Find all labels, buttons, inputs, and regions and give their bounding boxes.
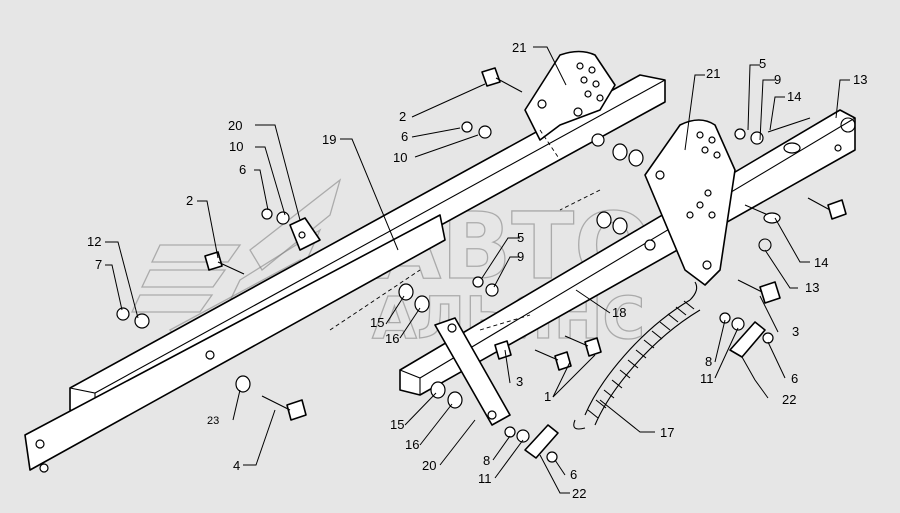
plate-21-upper xyxy=(524,50,616,141)
callout-9: 9 xyxy=(774,72,781,87)
callout-21: 21 xyxy=(512,40,526,55)
callout-2: 2 xyxy=(399,109,406,124)
main-beam xyxy=(69,74,666,416)
plate-21-lower xyxy=(644,119,736,286)
lower-bar-hole xyxy=(39,463,49,473)
assembly-lines xyxy=(329,129,601,331)
beam-hole xyxy=(644,239,656,251)
lower-bar-hole xyxy=(205,350,215,360)
lower-bar-hole xyxy=(35,439,45,449)
callout-16: 16 xyxy=(385,331,399,346)
callout-10: 10 xyxy=(393,150,407,165)
bracket-20-upper xyxy=(289,217,321,251)
callout-9: 9 xyxy=(517,249,524,264)
callout-6: 6 xyxy=(239,162,246,177)
callout-2: 2 xyxy=(186,193,193,208)
callout-3: 3 xyxy=(516,374,523,389)
callout-22: 22 xyxy=(782,392,796,407)
callout-16: 16 xyxy=(405,437,419,452)
callout-20: 20 xyxy=(228,118,242,133)
callout-8: 8 xyxy=(705,354,712,369)
callout-15: 15 xyxy=(390,417,404,432)
brackets-22 xyxy=(524,321,766,459)
callout-6: 6 xyxy=(791,371,798,386)
callout-15: 15 xyxy=(370,315,384,330)
lower-bar xyxy=(24,214,446,473)
spring-17 xyxy=(573,281,701,430)
bracket-20-lower xyxy=(434,317,511,426)
callout-5: 5 xyxy=(759,56,766,71)
beam-hole xyxy=(834,144,842,152)
callout-1: 1 xyxy=(544,389,551,404)
callout-4: 4 xyxy=(233,458,240,473)
callout-17: 17 xyxy=(660,425,674,440)
callout-22: 22 xyxy=(572,486,586,501)
callout-10: 10 xyxy=(229,139,243,154)
callout-6: 6 xyxy=(570,467,577,482)
bushings xyxy=(235,143,644,409)
callout-13: 13 xyxy=(805,280,819,295)
callout-3: 3 xyxy=(792,324,799,339)
leader-lines xyxy=(105,46,850,494)
callout-19: 19 xyxy=(322,132,336,147)
callout-14: 14 xyxy=(814,255,828,270)
callout-5: 5 xyxy=(517,230,524,245)
callout-14: 14 xyxy=(787,89,801,104)
callout-7: 7 xyxy=(95,257,102,272)
callout-labels: 21 21 5 9 13 14 2 6 10 20 10 6 19 2 12 7… xyxy=(87,40,867,501)
callout-11: 11 xyxy=(700,371,714,386)
callout-20: 20 xyxy=(422,458,436,473)
callout-23: 23 xyxy=(207,415,219,427)
callout-21: 21 xyxy=(706,66,720,81)
callout-6: 6 xyxy=(401,129,408,144)
callout-13: 13 xyxy=(853,72,867,87)
callout-8: 8 xyxy=(483,453,490,468)
callout-18: 18 xyxy=(612,305,626,320)
callout-11: 11 xyxy=(478,471,492,486)
beam-hole xyxy=(591,133,605,147)
callout-12: 12 xyxy=(87,234,101,249)
